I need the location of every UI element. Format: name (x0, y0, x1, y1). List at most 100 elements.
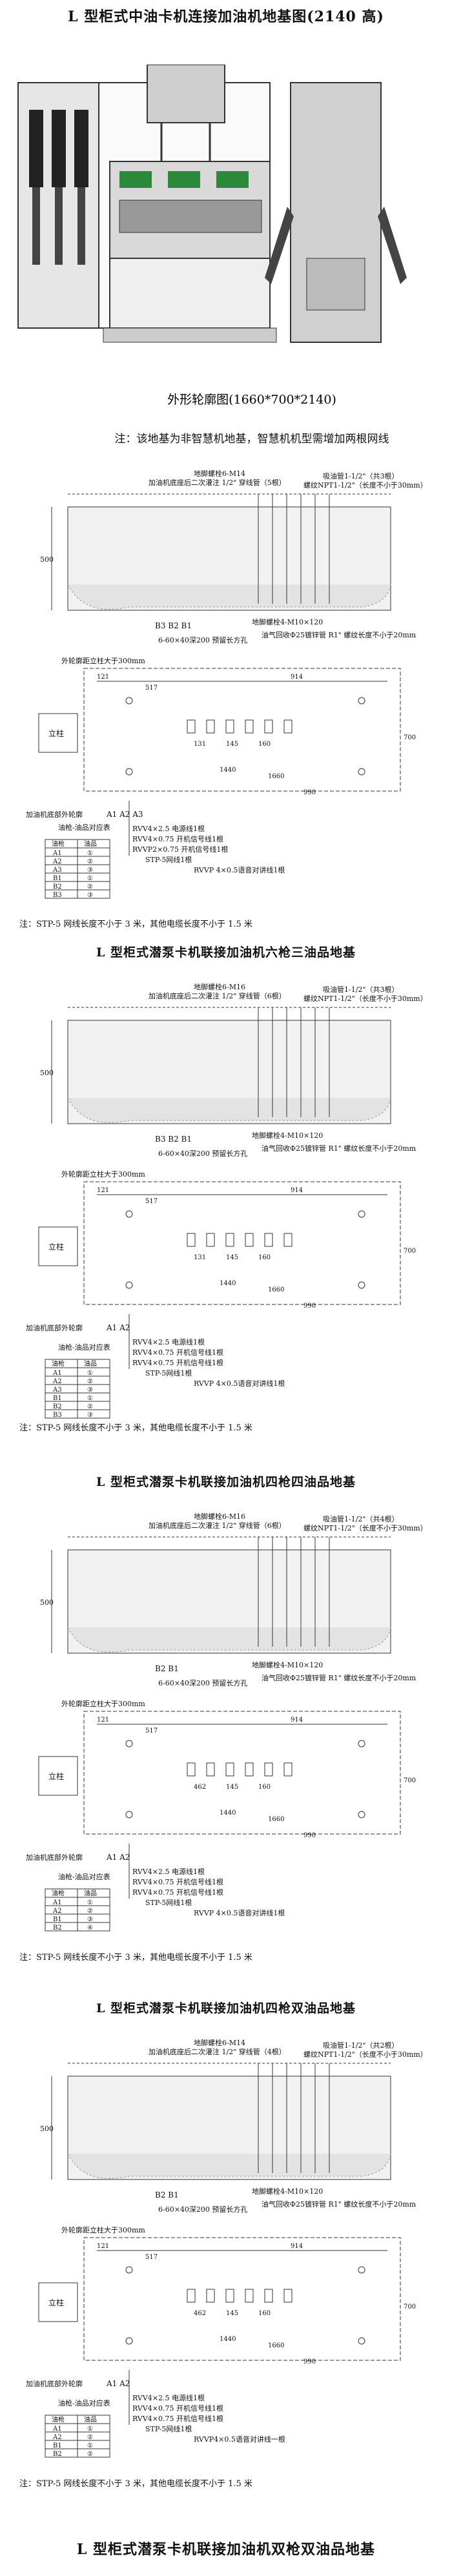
label-thread: 螺纹NPT1-1/2"（长度不小于30mm） (303, 2050, 427, 2059)
label-outer-wheel: 外轮廓距立柱大于300mm (61, 656, 145, 665)
table-cell-gun: A1 (52, 1899, 62, 1906)
anchor-bolt-hole (125, 2266, 133, 2274)
table-cell-gun: A2 (52, 2434, 62, 2441)
label-precast: 6-60×40深200 预留长方孔 (158, 1678, 247, 1687)
label-cable-switch: RVV4×0.75 开机信号线1根 (132, 2404, 223, 2413)
concrete-fill (67, 1097, 391, 1123)
precast-hole (187, 2289, 196, 2303)
table-cell-gun: B1 (53, 875, 62, 882)
table-cell-oil: ④ (87, 1924, 93, 1932)
dim-label: 1660 (268, 2342, 284, 2349)
table-cell-gun: B1 (53, 1916, 62, 1923)
table-cell-gun: A2 (52, 1378, 62, 1385)
label-cable-rvvp: RVV4×0.75 开机信号线1根 (132, 2414, 223, 2423)
table-cell-gun: B3 (53, 892, 62, 899)
section-title: L 型柜式潜泵卡机联接加油机六枪三油品地基 (96, 945, 356, 960)
dim-label: 517 (145, 2254, 158, 2261)
precast-hole (225, 1233, 234, 1247)
table-cell-oil: ② (87, 1378, 93, 1385)
dim-label: 131 (194, 741, 206, 748)
dim-label-depth: 500 (40, 2125, 54, 2133)
dim-label: 1440 (220, 1809, 236, 1817)
label-a-row: A1 A2 (106, 1323, 130, 1332)
table-cell-gun: B1 (53, 1395, 62, 1402)
precast-hole (283, 1762, 293, 1777)
dim-label: 462 (194, 2310, 206, 2317)
dim-label: 121 (97, 2243, 109, 2250)
precast-hole (283, 1233, 293, 1247)
dim-label: 700 (404, 1777, 416, 1784)
anchor-bolt-hole (358, 1811, 365, 1819)
label-cable-rvvp4: RVVP 4×0.5语音对讲线1根 (194, 865, 285, 874)
label-cable-switch: RVV4×0.75 开机信号线1根 (132, 834, 223, 843)
anchor-bolt-hole (125, 697, 133, 705)
table-header-oil: 油品 (84, 2415, 97, 2424)
anchor-bolt-hole (358, 1740, 365, 1747)
label-anchor-bolt: 地脚螺栓4-M10×120 (252, 1131, 323, 1140)
section-footnote: 注：STP-5 网线长度不小于 3 米，其他电缆长度不小于 1.5 米 (19, 920, 252, 929)
table-header-gun: 油枪 (52, 2415, 65, 2424)
dim-label: 914 (291, 674, 303, 681)
dim-label: 914 (291, 1187, 303, 1194)
dim-label: 517 (145, 685, 158, 692)
page-title: L 型柜式中油卡机连接加油机地基图(2140 高) (68, 8, 384, 25)
table-header-gun: 油枪 (52, 1359, 65, 1368)
anchor-bolt-hole (125, 1210, 133, 1218)
label-vapor-pipe: 油气回收Φ25镀锌管 R1" 螺纹长度不小于20mm (262, 1673, 416, 1682)
label-outer-wheel: 外轮廓距立柱大于300mm (61, 1699, 145, 1708)
table-cell-oil: ② (87, 883, 93, 891)
table-title: 油枪-油品对应表 (58, 1872, 110, 1881)
dim-label: 121 (97, 674, 109, 681)
precast-hole (264, 719, 273, 734)
label-precast: 6-60×40深200 预留长方孔 (158, 635, 247, 644)
table-cell-oil: ② (87, 1403, 93, 1410)
anchor-bolt-hole (358, 2337, 365, 2345)
section-title: L 型柜式潜泵卡机联接加油机四枪四油品地基 (96, 1475, 356, 1489)
dim-label: 700 (404, 2303, 416, 2311)
dim-label-depth: 500 (40, 1598, 54, 1607)
precast-hole (283, 2289, 293, 2303)
table-cell-gun: B2 (53, 1924, 62, 1932)
label-suction-pipe: 吸油管1-1/2"（共4根） (323, 1514, 398, 1523)
precast-hole (206, 719, 215, 734)
label-cable-power: RVV4×2.5 电源线1根 (132, 1867, 205, 1876)
dim-label: 121 (97, 1716, 109, 1724)
precast-hole (187, 719, 196, 734)
table-cell-oil: ③ (87, 892, 93, 899)
dim-label: 160 (258, 1254, 271, 1261)
anchor-bolt-hole (125, 1281, 133, 1289)
table-cell-oil: ① (87, 1370, 93, 1377)
dim-label: 1440 (220, 1280, 236, 1287)
label-conduit: 加油机底座后二次灌注 1/2" 穿线管（6根） (149, 1521, 286, 1530)
label-cable-stp: STP-5网线1根 (145, 1898, 192, 1907)
label-cable-rvvp: RVV4×0.75 开机信号线1根 (132, 1358, 223, 1367)
table-title: 油枪-油品对应表 (58, 823, 110, 832)
dim-label: 990 (303, 1303, 316, 1310)
dim-label: 990 (303, 1832, 316, 1839)
label-column: 立柱 (48, 1771, 64, 1781)
top-display-box (147, 65, 225, 123)
section-footnote: 注：STP-5 网线长度不小于 3 米，其他电缆长度不小于 1.5 米 (19, 1953, 252, 1963)
concrete-fill (67, 2153, 391, 2179)
label-cable-power: RVV4×2.5 电源线1根 (132, 824, 205, 833)
label-cable-rvvp4: RVVP4×0.5语音对讲线一根 (194, 2435, 285, 2444)
label-b-row: B3 B2 B1 (155, 1135, 192, 1144)
table-cell-gun: A1 (52, 2426, 62, 2433)
label-cable-rvvp: RVV4×0.75 开机信号线1根 (132, 1888, 223, 1897)
label-cable-stp: STP-5网线1根 (145, 1368, 192, 1377)
anchor-bolt-hole (358, 1281, 365, 1289)
table-cell-gun: A1 (52, 1370, 62, 1377)
nozzle-3 (74, 110, 88, 265)
label-outer-wheel: 外轮廓距立柱大于300mm (61, 1170, 145, 1179)
dim-label: 160 (258, 741, 271, 748)
dim-label: 1440 (220, 767, 236, 774)
label-anchor-top: 地脚螺栓6-M16 (194, 982, 245, 991)
dim-label: 462 (194, 1784, 206, 1791)
label-vapor-pipe: 油气回收Φ25镀锌管 R1" 螺纹长度不小于20mm (262, 630, 416, 639)
nozzle-2 (52, 110, 66, 265)
section-footnote: 注：STP-5 网线长度不小于 3 米，其他电缆长度不小于 1.5 米 (19, 1423, 252, 1433)
section-footnote: 注：STP-5 网线长度不小于 3 米，其他电缆长度不小于 1.5 米 (19, 2479, 252, 2489)
label-column: 立柱 (48, 2298, 64, 2307)
label-cable-rvvp4: RVVP 4×0.5语音对讲线1根 (194, 1379, 285, 1388)
